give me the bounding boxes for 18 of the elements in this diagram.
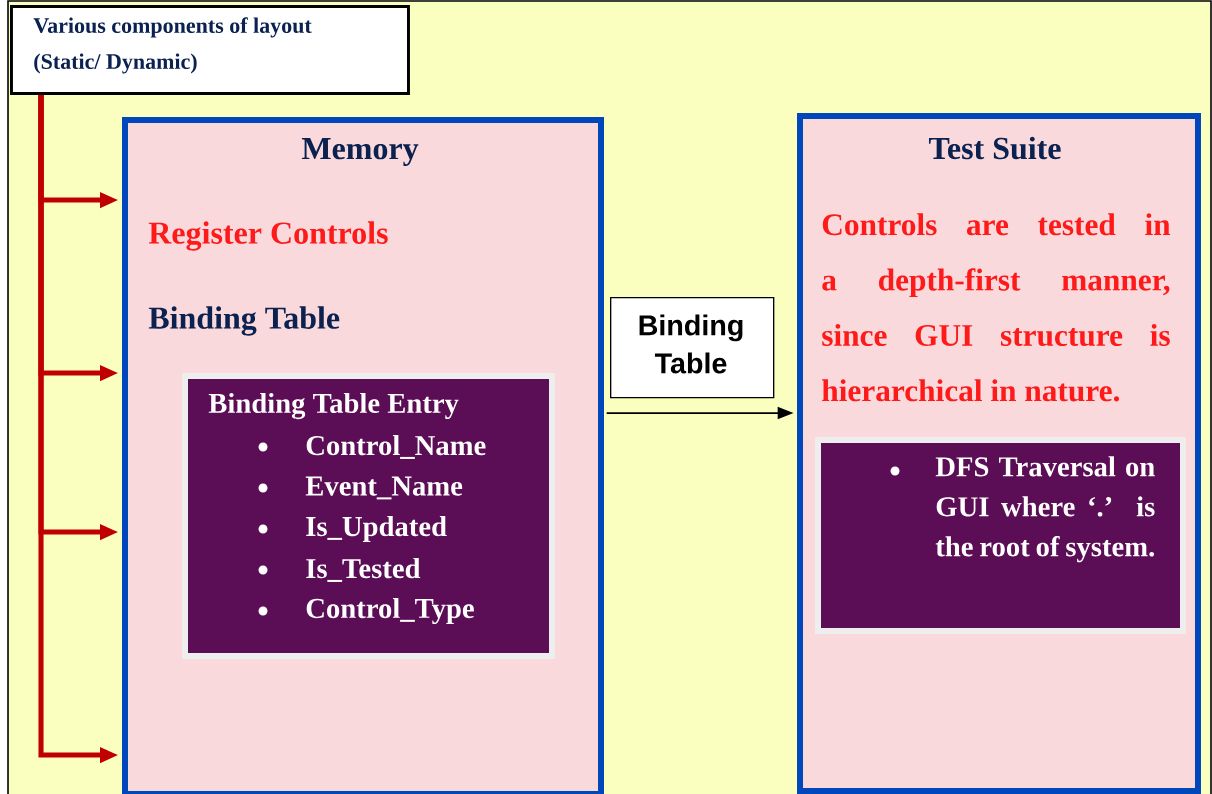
bullet-item: DFS Traversal on GUI where ‘.’ is the root of system. xyxy=(890,456,1155,563)
bullet-item: Control_Type xyxy=(258,598,474,625)
heading: Memory xyxy=(301,138,419,166)
label-text: Binding Table xyxy=(639,314,743,374)
heading: Binding Table Entry xyxy=(208,392,459,420)
title-text: Various components of layout (Static/ Dynamic) xyxy=(33,17,312,74)
bullet-item: Is_Updated xyxy=(258,516,447,542)
label-text: Register Controls xyxy=(148,221,388,251)
bullet-item: Is_Tested xyxy=(258,558,421,582)
title-box xyxy=(10,5,410,95)
note-box xyxy=(815,437,1186,634)
entry-box xyxy=(182,373,555,659)
label-text: Binding Table xyxy=(148,306,340,336)
bullet-item: Control_Name xyxy=(258,435,486,459)
label-box xyxy=(610,297,775,399)
paragraph: Controls are tested in a depth-first manner, since GUI structure is hierarchical in nature. xyxy=(822,213,1171,402)
bullet-item: Event_Name xyxy=(258,476,463,500)
heading: Test Suite xyxy=(929,136,1061,160)
